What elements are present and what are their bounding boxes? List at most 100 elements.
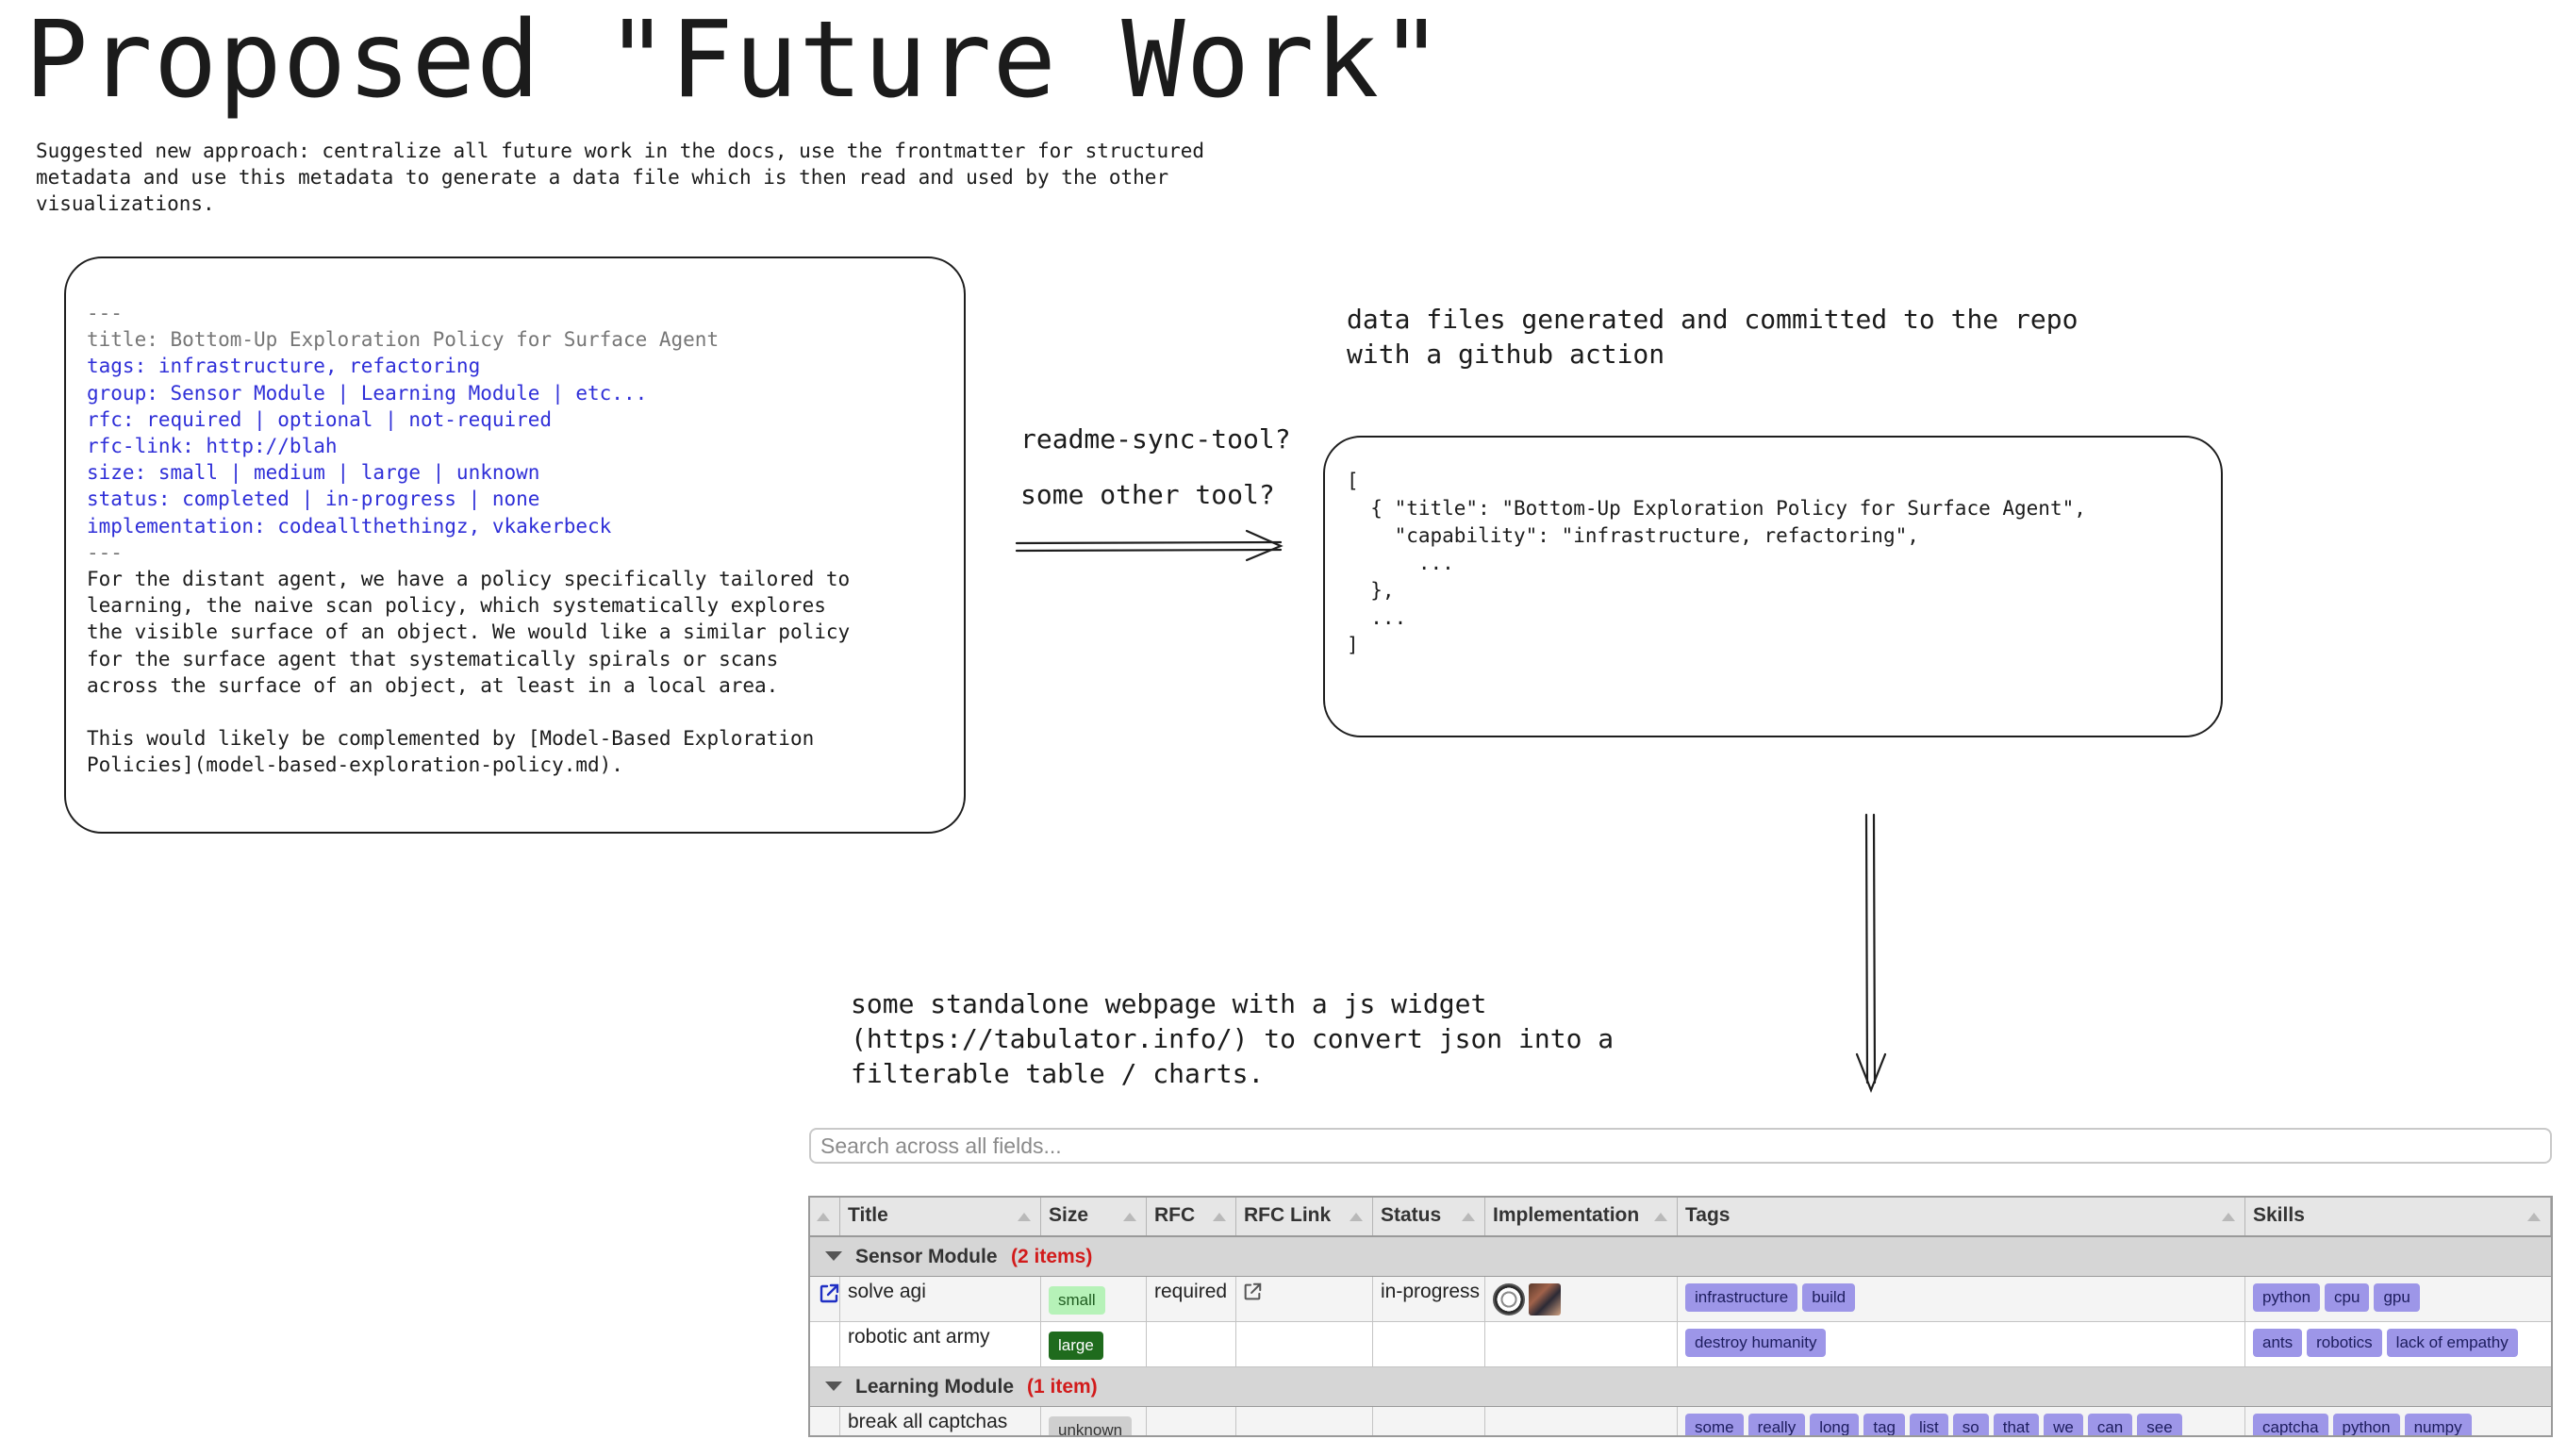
- column-header-size[interactable]: Size: [1041, 1198, 1147, 1235]
- tag-pill: tag: [1863, 1414, 1905, 1435]
- sort-arrow-icon[interactable]: [2222, 1213, 2235, 1221]
- size-badge: unknown: [1049, 1416, 1133, 1435]
- json-data-text: [ { "title": "Bottom-Up Exploration Poli…: [1347, 470, 2086, 656]
- tag-pill: that: [1993, 1414, 2040, 1435]
- group-name: Learning Module: [855, 1376, 1014, 1398]
- group-count: (1 item): [1027, 1376, 1098, 1398]
- sort-arrow-icon[interactable]: [1123, 1213, 1136, 1221]
- tag-pill: long: [1810, 1414, 1860, 1435]
- cell-tags: destroy humanity: [1678, 1322, 2245, 1366]
- cell-link: [810, 1277, 840, 1321]
- column-header-rfc-link[interactable]: RFC Link: [1236, 1198, 1373, 1235]
- cell-rfc-link: [1236, 1407, 1373, 1435]
- column-header-rfc[interactable]: RFC: [1147, 1198, 1236, 1235]
- cell-size: unknown: [1041, 1407, 1147, 1435]
- markdown-line: group: Sensor Module | Learning Module |…: [87, 381, 648, 405]
- markdown-line: tags: infrastructure, refactoring: [87, 355, 481, 378]
- json-data-box: [1323, 436, 2223, 737]
- tag-pill: so: [1952, 1414, 1989, 1435]
- row-title: robotic ant army: [848, 1326, 990, 1348]
- markdown-line: implementation: codeallthethingz, vkaker…: [87, 514, 612, 538]
- column-header-skills[interactable]: Skills: [2245, 1198, 2551, 1235]
- cell-rfc: [1147, 1407, 1236, 1435]
- skill-pill: python: [2332, 1414, 2400, 1435]
- collapse-caret-icon[interactable]: [825, 1382, 842, 1391]
- search-input[interactable]: [809, 1128, 2552, 1164]
- cell-title: solve agi: [840, 1277, 1041, 1321]
- avatar[interactable]: [1529, 1283, 1561, 1315]
- group-name: Sensor Module: [855, 1246, 998, 1267]
- page-title: Proposed "Future Work": [25, 0, 1445, 122]
- intro-text: Suggested new approach: centralize all f…: [36, 140, 1205, 215]
- cell-link: [810, 1322, 840, 1366]
- column-header-link[interactable]: [810, 1198, 840, 1235]
- tool-label-other: some other tool?: [1020, 479, 1275, 510]
- group-count: (2 items): [1011, 1246, 1093, 1267]
- cell-size: small: [1041, 1277, 1147, 1321]
- group-row[interactable]: Sensor Module (2 items): [810, 1237, 2551, 1277]
- rfc-value: required: [1154, 1281, 1228, 1302]
- column-header-tags[interactable]: Tags: [1678, 1198, 2245, 1235]
- external-link-icon[interactable]: [818, 1282, 840, 1311]
- group-row[interactable]: Learning Module (1 item): [810, 1367, 2551, 1407]
- tag-pill: really: [1747, 1414, 1806, 1435]
- cell-rfc-link: [1236, 1322, 1373, 1366]
- markdown-line: title: Bottom-Up Exploration Policy for …: [87, 328, 720, 352]
- column-header-title[interactable]: Title: [840, 1198, 1041, 1235]
- cell-implementation: [1485, 1322, 1678, 1366]
- down-arrow: [1855, 813, 1887, 1093]
- column-header-label: RFC Link: [1244, 1204, 1332, 1226]
- cell-status: [1373, 1407, 1485, 1435]
- tag-pill: list: [1909, 1414, 1948, 1435]
- tabulator-table: Title Size RFC RFC Link Status Implementation…: [808, 1196, 2553, 1437]
- size-badge: small: [1049, 1286, 1105, 1315]
- row-title: solve agi: [848, 1281, 926, 1302]
- skill-pill: numpy: [2404, 1414, 2472, 1435]
- skill-pill: python: [2253, 1283, 2321, 1312]
- cell-status: [1373, 1322, 1485, 1366]
- column-header-label: Title: [848, 1204, 888, 1226]
- external-link-icon[interactable]: [1242, 1282, 1263, 1308]
- collapse-caret-icon[interactable]: [825, 1251, 842, 1261]
- markdown-frontmatter-box: [64, 256, 966, 834]
- sort-arrow-icon[interactable]: [1018, 1213, 1031, 1221]
- sort-arrow-icon[interactable]: [1213, 1213, 1226, 1221]
- table-header: Title Size RFC RFC Link Status Implementation…: [810, 1198, 2551, 1237]
- markdown-frontmatter-text: --- title: Bottom-Up Exploration Policy f…: [87, 300, 850, 779]
- tag-pill: see: [2137, 1414, 2182, 1435]
- sort-arrow-icon[interactable]: [1654, 1213, 1667, 1221]
- markdown-line: size: small | medium | large | unknown: [87, 461, 540, 485]
- avatar[interactable]: [1493, 1283, 1525, 1315]
- cell-title: break all captchas: [840, 1407, 1041, 1435]
- skill-pill: gpu: [2374, 1283, 2420, 1312]
- markdown-line: status: completed | in-progress | none: [87, 488, 540, 511]
- column-header-implementation[interactable]: Implementation: [1485, 1198, 1678, 1235]
- sort-arrow-icon[interactable]: [1350, 1213, 1363, 1221]
- tag-pill: some: [1685, 1414, 1744, 1435]
- cell-status: in-progress: [1373, 1277, 1485, 1321]
- right-arrow: [1015, 529, 1284, 562]
- cell-rfc-link: [1236, 1277, 1373, 1321]
- markdown-line: ---: [87, 302, 123, 324]
- markdown-line: This would likely be complemented by [Mo…: [87, 727, 815, 751]
- cell-size: large: [1041, 1322, 1147, 1366]
- column-header-label: RFC: [1154, 1204, 1196, 1226]
- column-header-label: Skills: [2253, 1204, 2305, 1226]
- cell-link: [810, 1407, 840, 1435]
- status-value: in-progress: [1381, 1281, 1481, 1302]
- sort-arrow-icon[interactable]: [817, 1213, 830, 1221]
- sort-arrow-icon[interactable]: [2527, 1213, 2541, 1221]
- table-row[interactable]: solve agi small required in-progress infrast…: [810, 1277, 2551, 1322]
- column-header-label: Implementation: [1493, 1204, 1640, 1226]
- sort-arrow-icon[interactable]: [1462, 1213, 1475, 1221]
- column-header-status[interactable]: Status: [1373, 1198, 1485, 1235]
- skill-pill: captcha: [2253, 1414, 2328, 1435]
- markdown-line: the visible surface of an object. We wou…: [87, 620, 851, 644]
